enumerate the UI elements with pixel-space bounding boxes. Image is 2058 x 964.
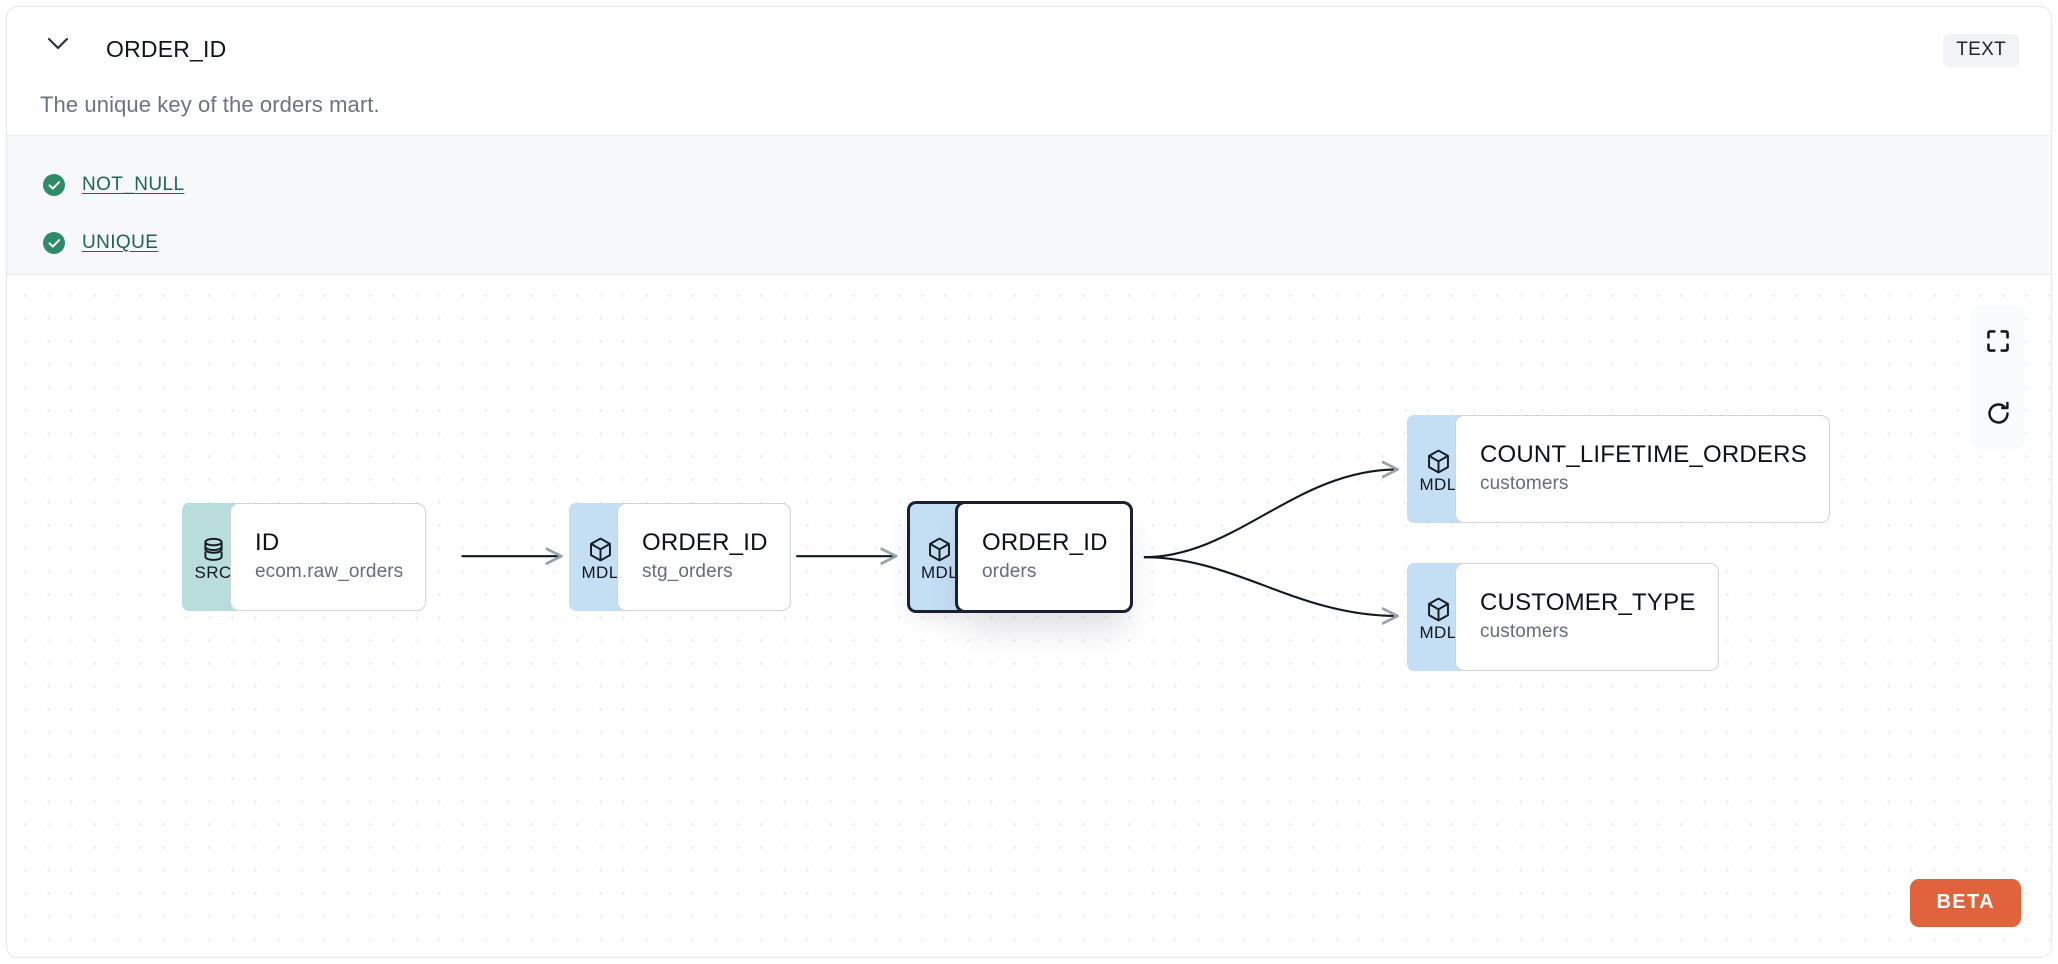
node-badge-label: MDL [1419,622,1457,642]
beta-badge[interactable]: BETA [1910,879,2021,927]
tests-section: NOT_NULL UNIQUE [7,135,2051,275]
node-badge-label: MDL [581,562,619,582]
node-name: COUNT_LIFETIME_ORDERS [1480,441,1807,469]
data-type-badge: TEXT [1943,34,2019,67]
edge-orders-to-count-lifetime [1143,469,1398,559]
test-link-not-null[interactable]: NOT_NULL [82,174,185,195]
node-body: ORDER_ID stg_orders [617,503,791,611]
node-badge-label: SRC [194,562,232,582]
refresh-icon[interactable] [1971,377,2025,449]
node-badge-label: MDL [1419,474,1457,494]
node-name: ORDER_ID [982,529,1108,557]
test-link-unique[interactable]: UNIQUE [82,232,159,253]
test-row[interactable]: UNIQUE [7,214,2051,272]
page-title: ORDER_ID [106,36,227,62]
column-description: The unique key of the orders mart. [40,92,380,117]
lineage-node-src-id[interactable]: SRC ID ecom.raw_orders [182,503,427,611]
check-circle-icon [43,232,65,254]
node-body: ORDER_ID orders [955,501,1133,613]
node-subtitle: customers [1480,621,1569,643]
lineage-node-customer-type[interactable]: MDL CUSTOMER_TYPE customers [1407,563,1719,671]
node-name: ID [255,529,280,557]
node-body: COUNT_LIFETIME_ORDERS customers [1455,415,1830,523]
lineage-node-stg-order-id[interactable]: MDL ORDER_ID stg_orders [569,503,791,611]
node-subtitle: customers [1480,473,1569,495]
card-header: ORDER_ID TEXT [7,7,2051,79]
node-name: CUSTOMER_TYPE [1480,589,1696,617]
lineage-graph-canvas[interactable]: SRC ID ecom.raw_orders MDL ORDER_ID stg_… [7,275,2051,957]
lineage-node-orders-order-id[interactable]: MDL ORDER_ID orders [907,501,1133,613]
node-badge-label: MDL [920,562,959,582]
edge-orders-to-customer-type [1143,556,1398,616]
node-name: ORDER_ID [642,529,768,557]
fit-view-icon[interactable] [1971,305,2025,377]
node-subtitle: stg_orders [642,561,733,583]
test-row[interactable]: NOT_NULL [7,156,2051,214]
lineage-edges [461,275,2051,957]
check-circle-icon [43,174,65,196]
node-subtitle: ecom.raw_orders [255,561,404,583]
node-subtitle: orders [982,561,1037,583]
lineage-node-count-lifetime-orders[interactable]: MDL COUNT_LIFETIME_ORDERS customers [1407,415,1830,523]
node-body: CUSTOMER_TYPE customers [1455,563,1719,671]
column-detail-card: ORDER_ID TEXT The unique key of the orde… [6,6,2052,958]
node-body: ID ecom.raw_orders [230,503,427,611]
chevron-down-icon[interactable] [45,33,71,55]
canvas-controls [1971,305,2025,449]
